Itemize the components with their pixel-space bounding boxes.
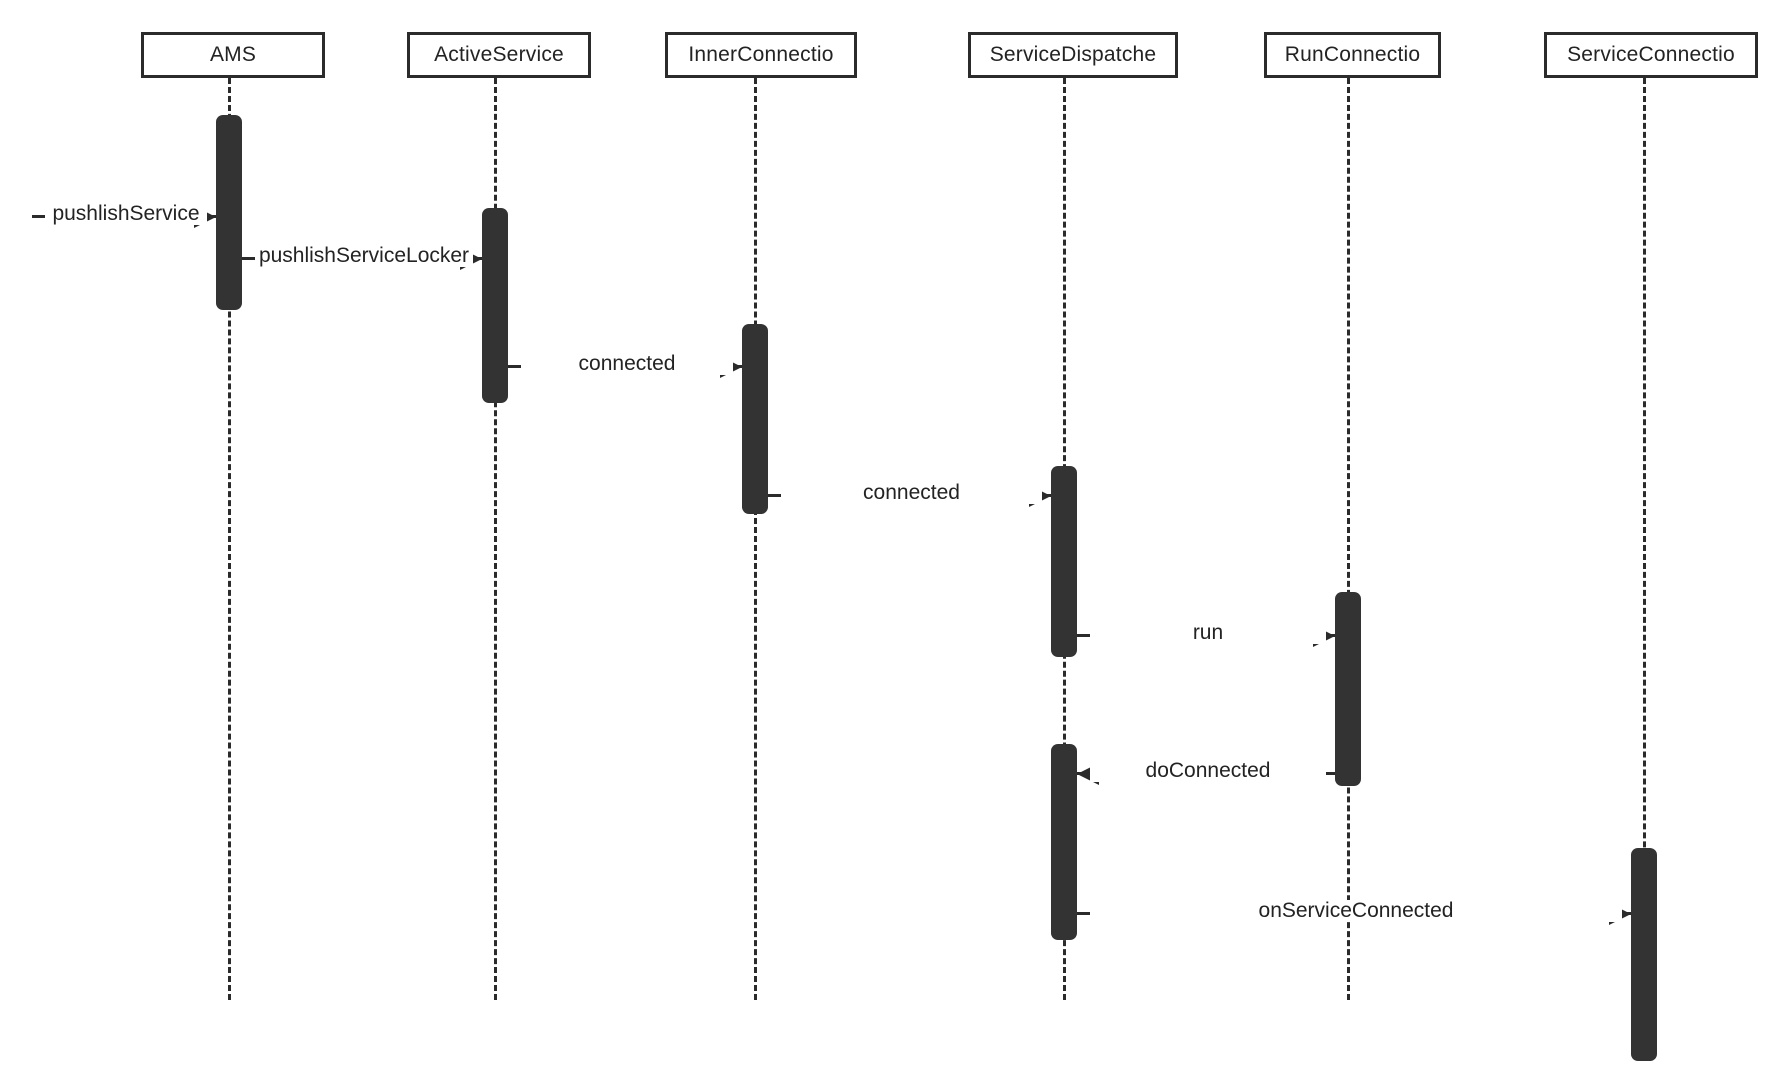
lifeline-service-connection	[1643, 78, 1646, 1000]
activation-bar-service-dispatcher	[1051, 744, 1077, 940]
activation-bar-service-connection	[1631, 848, 1657, 1061]
participant-service-dispatcher[interactable]: ServiceDispatche	[968, 32, 1178, 78]
message-label-msg-pushlish-service-locker: pushlishServiceLocker	[255, 245, 473, 267]
message-label-msg-on-service-connected: onServiceConnected	[1090, 900, 1622, 922]
participant-label: AMS	[209, 43, 257, 66]
activation-bar-service-dispatcher	[1051, 466, 1077, 657]
participant-label: ServiceConnectio	[1567, 43, 1735, 66]
participant-run-connection[interactable]: RunConnectio	[1264, 32, 1441, 78]
activation-bar-ams	[216, 115, 242, 310]
participant-ams[interactable]: AMS	[141, 32, 325, 78]
lifeline-active-service	[494, 78, 497, 1000]
lifeline-ams	[228, 78, 231, 1000]
participant-service-connection[interactable]: ServiceConnectio	[1544, 32, 1758, 78]
participant-label: ActiveService	[434, 43, 564, 66]
participant-label: ServiceDispatche	[989, 43, 1157, 66]
lifeline-inner-connection	[754, 78, 757, 1000]
participant-label: RunConnectio	[1284, 43, 1421, 66]
activation-bar-run-connection	[1335, 592, 1361, 786]
participant-active-service[interactable]: ActiveService	[407, 32, 591, 78]
lifeline-run-connection	[1347, 78, 1350, 1000]
message-label-msg-run: run	[1090, 622, 1326, 644]
participant-inner-connection[interactable]: InnerConnectio	[665, 32, 857, 78]
participant-label: InnerConnectio	[688, 43, 834, 66]
message-label-msg-do-connected: doConnected	[1090, 760, 1326, 782]
message-label-msg-connected-1: connected	[521, 353, 733, 375]
activation-bar-active-service	[482, 208, 508, 403]
message-label-msg-connected-2: connected	[781, 482, 1042, 504]
activation-bar-inner-connection	[742, 324, 768, 514]
message-label-msg-pushlish-service: pushlishService	[45, 203, 207, 225]
